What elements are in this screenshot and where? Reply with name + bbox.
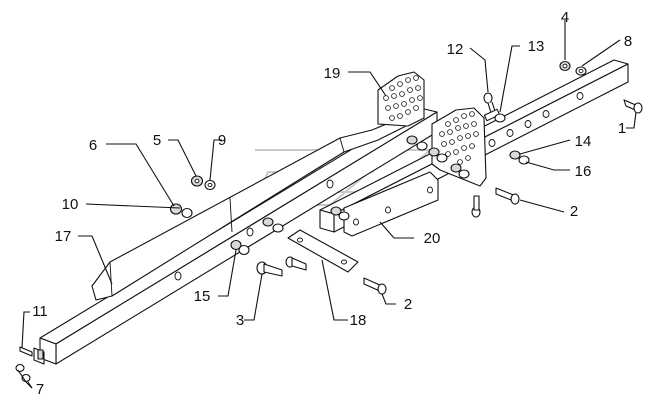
callout-6: 6 <box>89 137 97 154</box>
bolt-2-upper <box>495 187 520 205</box>
callout-7: 7 <box>36 381 44 398</box>
washer-8 <box>575 66 587 76</box>
callout-1: 1 <box>618 120 626 137</box>
footstep-plate-13 <box>431 107 487 187</box>
nut-6 <box>169 203 183 215</box>
nuts-cluster-upper <box>406 135 470 179</box>
leader-lines <box>17 20 637 389</box>
washer-10 <box>181 207 193 219</box>
nuts-15 <box>230 239 250 256</box>
callout-14: 14 <box>575 133 592 150</box>
callout-9: 9 <box>218 132 226 149</box>
nut-5 <box>190 175 204 187</box>
nuts-cluster-middle <box>262 206 350 233</box>
bolt-2-lower <box>363 277 387 295</box>
pin-lower <box>471 195 481 218</box>
support-rail <box>91 115 411 301</box>
callout-18: 18 <box>350 312 367 329</box>
bolt-1 <box>623 99 643 114</box>
washers-7 <box>15 363 31 383</box>
callout-2-upper: 2 <box>570 203 578 220</box>
pin-12 <box>483 92 501 122</box>
bolt-18-side <box>285 256 307 271</box>
callout-5: 5 <box>153 132 161 149</box>
nut-4 <box>559 60 571 72</box>
long-beam-17 <box>33 107 438 365</box>
callout-15: 15 <box>194 288 211 305</box>
callout-3: 3 <box>236 312 244 329</box>
washer-9 <box>204 179 216 191</box>
bolt-3 <box>256 261 283 277</box>
pin-11 <box>19 346 33 357</box>
footstep-plate-19 <box>377 71 425 127</box>
callout-4: 4 <box>561 9 569 26</box>
plate-18 <box>287 229 359 273</box>
nut-13 <box>494 113 506 123</box>
callout-20: 20 <box>424 230 441 247</box>
callout-labels: 4 8 12 13 19 1 5 9 6 14 16 10 2 17 20 15… <box>32 9 632 398</box>
callout-16: 16 <box>575 163 592 180</box>
callout-11: 11 <box>32 303 48 320</box>
callout-8: 8 <box>624 33 632 50</box>
callout-19: 19 <box>324 65 341 82</box>
bracket-plate-20 <box>343 171 439 237</box>
callout-10: 10 <box>62 196 79 213</box>
callout-2-lower: 2 <box>404 296 412 313</box>
callout-17: 17 <box>55 228 72 245</box>
callout-12: 12 <box>447 41 464 58</box>
callout-13: 13 <box>528 38 545 55</box>
